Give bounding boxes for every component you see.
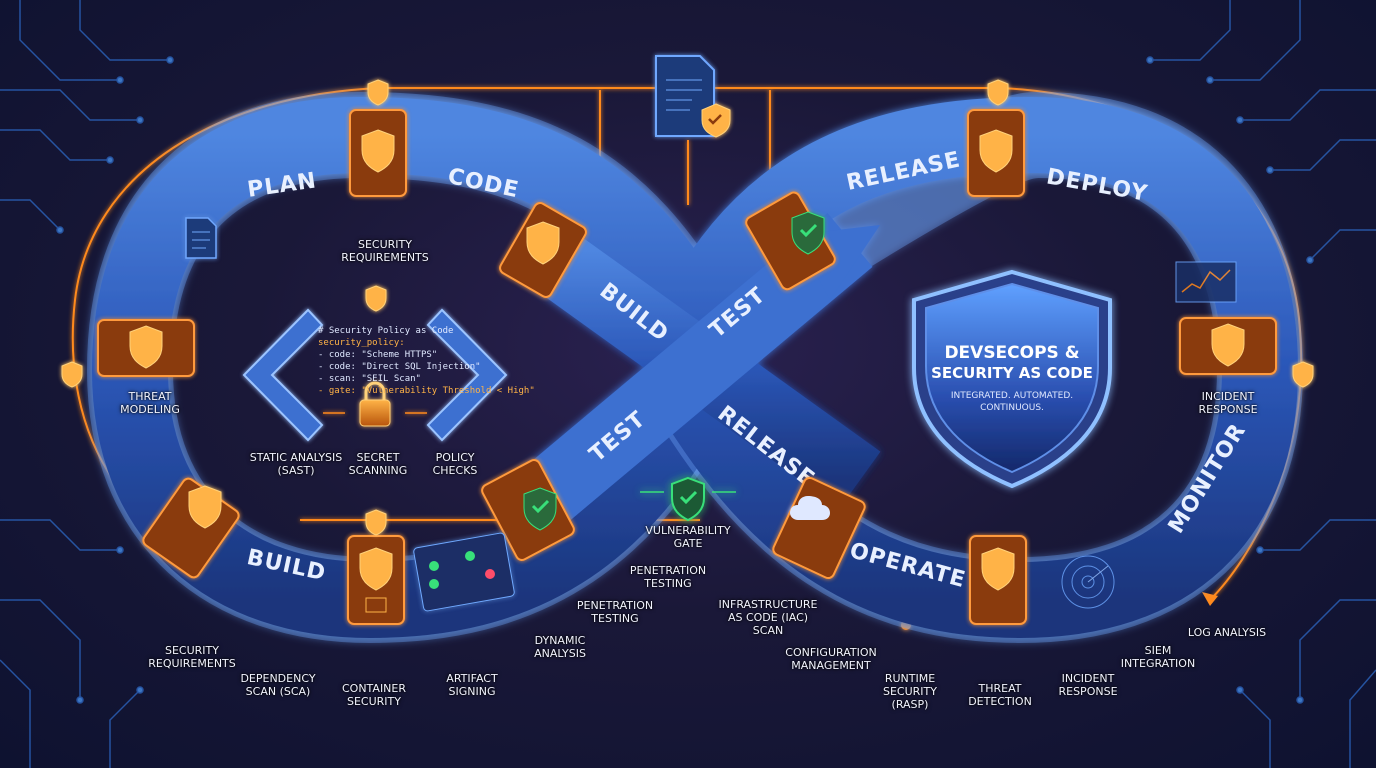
shield-icon xyxy=(987,79,1009,106)
shield-lock-icon xyxy=(981,547,1015,591)
clamp-test-release xyxy=(745,191,836,291)
label-runtime-security: RUNTIME SECURITY (RASP) xyxy=(883,672,937,711)
label-static-analysis: STATIC ANALYSIS (SAST) xyxy=(249,451,343,477)
label-log-analysis: LOG ANALYSIS xyxy=(1187,626,1267,639)
radar-icon xyxy=(1061,555,1115,609)
cloud-icon xyxy=(790,496,830,520)
shield-icon xyxy=(1292,361,1314,388)
chevron-left-icon xyxy=(242,308,324,442)
security-clamps xyxy=(97,109,1277,625)
padlock-icon xyxy=(359,399,391,427)
hub-title-line2: SECURITY AS CODE xyxy=(931,364,1093,382)
shield-lock-icon xyxy=(1211,323,1245,367)
clamp-threat-modeling xyxy=(97,319,195,377)
document-icon xyxy=(185,217,217,259)
shield-lock-icon xyxy=(188,485,222,529)
label-siem-integration: SIEM INTEGRATION xyxy=(1120,644,1196,670)
label-security-requirements-top: SECURITY REQUIREMENTS xyxy=(341,238,429,264)
label-threat-detection: THREAT DETECTION xyxy=(968,682,1032,708)
code-line: security_policy: xyxy=(318,338,405,348)
code-panel xyxy=(242,308,508,442)
label-configuration-management: CONFIGURATION MANAGEMENT xyxy=(785,646,877,672)
vulnerability-gate-icon xyxy=(640,476,736,522)
clamp-iac-scan xyxy=(772,476,866,580)
code-line: # Security Policy as Code xyxy=(318,326,454,336)
label-vulnerability-gate: VULNERABILITY GATE xyxy=(645,524,731,550)
connector-shields xyxy=(61,79,1314,536)
label-penetration-testing-2: PENETRATION TESTING xyxy=(576,599,654,625)
code-line: - code: "Scheme HTTPS" xyxy=(318,350,438,360)
shield-lock-icon xyxy=(526,221,560,265)
arrow-head-icon xyxy=(1202,592,1218,606)
hub-subtitle-line1: INTEGRATED. AUTOMATED. xyxy=(951,391,1073,401)
hub-subtitle-line2: CONTINUOUS. xyxy=(980,403,1044,413)
clamp-container-security xyxy=(347,535,405,625)
label-security-requirements-bottom: SECURITY REQUIREMENTS xyxy=(148,644,236,670)
shield-icon xyxy=(61,361,83,388)
shield-icon xyxy=(365,509,387,536)
label-artifact-signing: ARTIFACT SIGNING xyxy=(446,672,498,698)
clamp-release-deploy xyxy=(967,109,1025,197)
label-penetration-testing-1: PENETRATION TESTING xyxy=(629,564,707,590)
code-line: - code: "Direct SQL Injection" xyxy=(318,362,481,372)
label-policy-checks: POLICY CHECKS xyxy=(432,451,478,477)
hub-title-line1: DEVSECOPS & xyxy=(944,343,1079,363)
clamp-threat-detection xyxy=(969,535,1027,625)
label-incident-response-bottom: INCIDENT RESPONSE xyxy=(1058,672,1118,698)
label-container-security: CONTAINER SECURITY xyxy=(341,682,407,708)
clamp-vulnerability-scan xyxy=(481,459,575,561)
chevron-right-icon xyxy=(426,308,508,442)
label-dependency-scan: DEPENDENCY SCAN (SCA) xyxy=(240,672,316,698)
monitor-chart-icon xyxy=(1175,261,1237,303)
clamp-build-lower-left xyxy=(142,477,240,579)
circuit-traces-right xyxy=(1146,0,1376,768)
shield-lock-icon xyxy=(361,129,395,173)
label-threat-modeling: THREAT MODELING xyxy=(120,390,180,416)
circuit-traces-left xyxy=(0,0,174,768)
code-line: - scan: "SEIL Scan" xyxy=(318,374,421,384)
policy-as-code-snippet: # Security Policy as Code security_polic… xyxy=(318,325,535,397)
devsecops-hub: DEVSECOPS & SECURITY AS CODE INTEGRATED.… xyxy=(912,269,1112,489)
label-dynamic-analysis: DYNAMIC ANALYSIS xyxy=(534,634,586,660)
clamp-code-build xyxy=(499,202,587,298)
clamp-plan-code xyxy=(349,109,407,197)
shield-icon xyxy=(367,79,389,106)
test-results-card xyxy=(413,532,515,612)
label-iac-scan: INFRASTRUCTURE AS CODE (IaC) SCAN xyxy=(718,598,818,637)
shield-icon xyxy=(365,285,387,312)
code-line: - gate: "Vulnerability Threshold < High" xyxy=(318,386,535,396)
policy-document-icon xyxy=(655,55,731,138)
clamp-incident-response xyxy=(1179,317,1277,375)
shield-lock-icon xyxy=(359,547,393,591)
shield-lock-icon xyxy=(129,325,163,369)
shield-lock-icon xyxy=(979,129,1013,173)
label-secret-scanning: SECRET SCANNING xyxy=(348,451,408,477)
label-incident-response-right: INCIDENT RESPONSE xyxy=(1198,390,1258,416)
